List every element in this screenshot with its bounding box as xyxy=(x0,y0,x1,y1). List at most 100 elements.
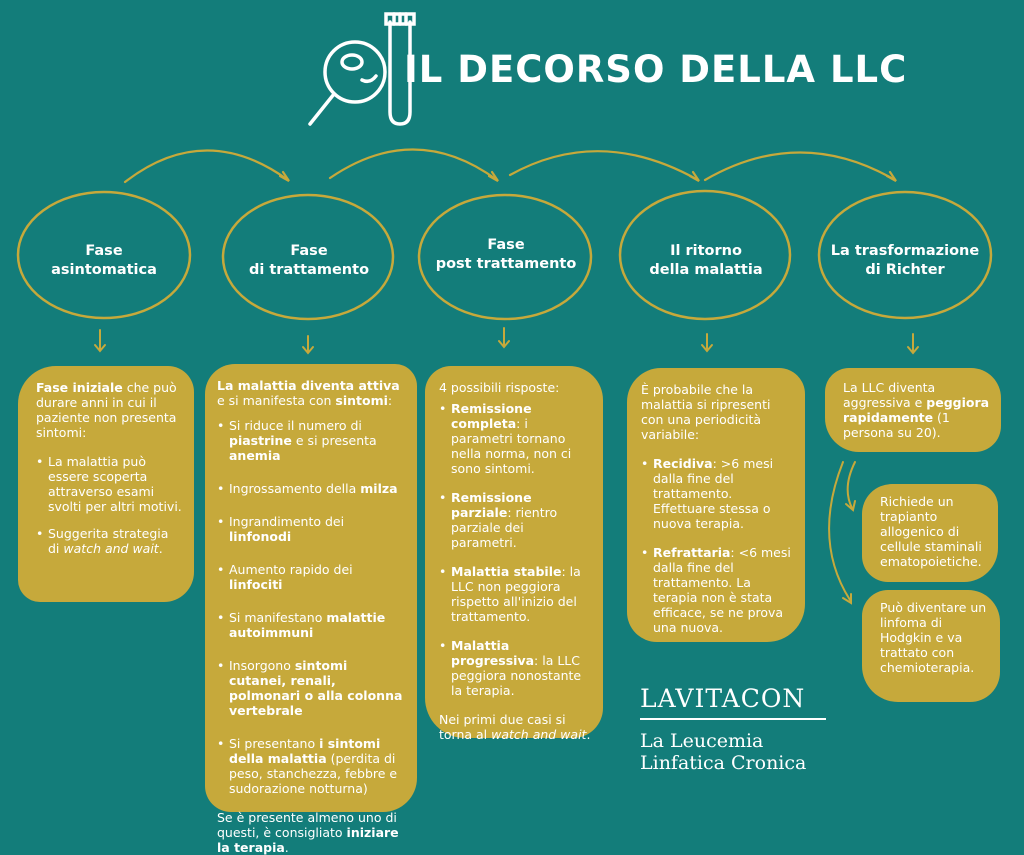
card-treatment: La malattia diventa attiva e si manifest… xyxy=(205,364,417,855)
card1-bullet2-text: Suggerita strategia di xyxy=(48,526,169,556)
card2-bullet-2: Ingrossamento della milza xyxy=(217,481,405,496)
down-arrow-2 xyxy=(302,335,314,355)
phase-4-line1: Il ritorno xyxy=(670,243,742,259)
card2-b1-bold: piastrine xyxy=(229,433,292,448)
card3-r3-text: : la LLC non peggiora rispetto all'inizi… xyxy=(451,564,581,624)
branch-arrow-1 xyxy=(846,461,856,509)
card4-relapse-2: Refrattaria: <6 mesi dalla fine del trat… xyxy=(641,545,795,635)
brand-divider xyxy=(640,718,826,720)
card2-bullet-7: Si presentano i sintomi della malattia (… xyxy=(217,736,405,796)
phase-2-line2: di trattamento xyxy=(248,262,370,278)
card5-text1: La LLC diventa aggressiva e xyxy=(843,380,936,410)
phase-5-line2: di Richter xyxy=(865,262,945,278)
card6-text: Richiede un trapianto allogenico di cell… xyxy=(880,494,982,569)
card2-bullet-3: Ingrandimento dei linfonodi xyxy=(217,514,405,544)
card1-bullet2-end: . xyxy=(158,541,163,556)
brand-logo: LAVITACON La Leucemia Linfatica Cronica xyxy=(640,684,826,774)
card4-relapse-1: Recidiva: >6 mesi dalla fine del trattam… xyxy=(641,456,795,531)
phase-label-2: Fase di trattamento xyxy=(225,242,393,280)
phase-label-1: Fase asintomatica xyxy=(20,242,188,280)
card2-b6-bold: sintomi cutanei, renali, polmonari o all… xyxy=(229,658,403,718)
card2-b3-text: Ingrandimento dei xyxy=(229,514,345,529)
card2-b7-text2: (perdita di peso, stanchezza, febbre e s… xyxy=(229,751,398,796)
phase-oval-3 xyxy=(417,193,593,321)
card2-intro-text1: e si manifesta con xyxy=(217,393,336,408)
curved-arrow-1 xyxy=(123,149,290,184)
curved-arrow-3 xyxy=(508,150,700,182)
phase-1-line2: asintomatica xyxy=(51,262,157,278)
card-richter: La LLC diventa aggressiva e peggiora rap… xyxy=(825,368,1001,452)
phase-oval-1 xyxy=(16,190,192,320)
card3-r4-bold: Malattia progressiva xyxy=(451,638,535,668)
card3-outro-end: . xyxy=(586,727,591,742)
card-transplant: Richiede un trapianto allogenico di cell… xyxy=(862,484,998,582)
brand-name: LAVITACON xyxy=(640,684,806,713)
down-arrow-1 xyxy=(94,329,106,353)
phase-2-line1: Fase xyxy=(290,243,328,259)
card1-intro-bold: Fase iniziale xyxy=(36,380,123,395)
card1-bullet-1: La malattia può essere scoperta attraver… xyxy=(36,454,182,514)
card2-b6-text: Insorgono xyxy=(229,658,295,673)
card4-r2-text: : <6 mesi dalla fine del trattamento. La… xyxy=(653,545,791,635)
card3-r1-text: : i parametri tornano nella norma, non c… xyxy=(451,416,572,476)
card1-intro-text: che può durare anni in cui il paziente n… xyxy=(36,380,177,440)
card2-b7-bold: i sintomi della malattia xyxy=(229,736,381,766)
card3-r2-text: : rientro parziale dei parametri. xyxy=(451,505,558,550)
card2-b5-text: Si manifestano xyxy=(229,610,327,625)
card5-bold: peggiora rapidamente xyxy=(843,395,990,425)
down-arrow-3 xyxy=(498,327,510,349)
phase-label-5: La trasformazione di Richter xyxy=(818,242,992,280)
card3-r3-bold: Malattia stabile xyxy=(451,564,562,579)
brand-sub-1: La Leucemia xyxy=(640,730,764,752)
card2-b2-text: Ingrossamento della xyxy=(229,481,361,496)
card2-b4-bold: linfociti xyxy=(229,577,283,592)
card4-r2-bold: Refrattaria xyxy=(653,545,731,560)
phase-1-line1: Fase xyxy=(85,243,123,259)
page-title: IL DECORSO DELLA LLC xyxy=(404,48,908,91)
card3-response-1: Remissione completa: i parametri tornano… xyxy=(439,401,593,476)
branch-arrow-2 xyxy=(828,461,851,601)
card3-response-3: Malattia stabile: la LLC non peggiora ri… xyxy=(439,564,593,624)
card2-outro-end: . xyxy=(284,840,289,855)
card3-r4-text: : la LLC peggiora nonostante la terapia. xyxy=(451,653,582,698)
card3-response-2: Remissione parziale: rientro parziale de… xyxy=(439,490,593,550)
phase-4-line2: della malattia xyxy=(649,262,763,278)
card2-b3-bold: linfonodi xyxy=(229,529,292,544)
curved-arrow-2 xyxy=(328,148,499,182)
card3-intro: 4 possibili risposte: xyxy=(439,380,560,395)
card2-intro-text2: : xyxy=(387,393,393,408)
phase-3-line1: Fase xyxy=(487,237,525,253)
card2-intro-bold: La malattia diventa attiva xyxy=(217,378,400,393)
card-hodgkin: Può diventare un linfoma di Hodgkin e va… xyxy=(862,590,1000,702)
card3-response-4: Malattia progressiva: la LLC peggiora no… xyxy=(439,638,593,698)
phase-5-line1: La trasformazione xyxy=(830,243,980,259)
card2-bullet-4: Aumento rapido dei linfociti xyxy=(217,562,405,592)
card2-b1-text: Si riduce il numero di xyxy=(229,418,362,433)
card-post-treatment: 4 possibili risposte: Remissione complet… xyxy=(425,366,603,742)
decorations xyxy=(16,12,993,605)
phase-label-3: Fase post trattamento xyxy=(420,236,592,274)
card2-bullet-5: Si manifestano malattie autoimmuni xyxy=(217,610,405,640)
card2-b2-bold: milza xyxy=(360,481,398,496)
card-relapse: È probabile che la malattia si ripresent… xyxy=(627,368,805,642)
card3-outro-text: Nei primi due casi si torna al xyxy=(439,712,566,742)
card2-bullet-6: Insorgono sintomi cutanei, renali, polmo… xyxy=(217,658,405,718)
card5-text2: (1 persona su 20). xyxy=(843,410,950,440)
card2-b5-bold: malattie autoimmuni xyxy=(229,610,386,640)
card2-bullet-1: Si riduce il numero di piastrine e si pr… xyxy=(217,418,405,463)
card2-b4-text: Aumento rapido dei xyxy=(229,562,353,577)
down-arrow-5 xyxy=(907,333,919,355)
brand-sub-2: Linfatica Cronica xyxy=(640,752,807,774)
card7-text: Può diventare un linfoma di Hodgkin e va… xyxy=(880,600,987,675)
card1-bullet2-italic: watch and wait xyxy=(63,541,159,556)
card2-b1-bold2: anemia xyxy=(229,448,281,463)
card2-b7-text: Si presentano xyxy=(229,736,320,751)
card3-outro-italic: watch and wait xyxy=(491,727,587,742)
phase-oval-5 xyxy=(817,190,993,320)
magnifier-tube-logo-icon xyxy=(308,12,416,126)
curved-arrow-4 xyxy=(703,151,897,182)
phase-label-4: Il ritorno della malattia xyxy=(622,242,790,280)
down-arrow-4 xyxy=(701,333,713,353)
card4-r1-text: : >6 mesi dalla fine del trattamento. Ef… xyxy=(653,456,774,531)
phase-oval-4 xyxy=(618,189,792,321)
